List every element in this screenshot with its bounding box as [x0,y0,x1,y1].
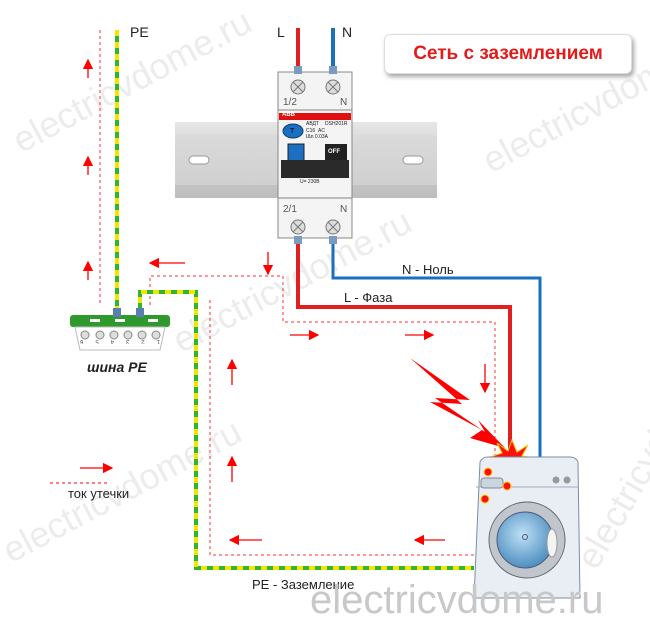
breaker-leak: IΔn 0.03A [306,134,328,140]
breaker-switch[interactable]: OFF [328,149,340,155]
bus-terminal: 6 [80,338,84,344]
breaker-terminal-label: 1/2 [283,97,297,108]
l-top-label: L [277,24,285,40]
fault-lightning-icon [410,358,505,448]
breaker-terminal-label: N [340,204,348,215]
bus-label: шина PE [87,359,147,375]
watermark-main: electricvdome.ru [310,578,604,622]
leak-path [99,30,496,556]
bus-terminal: 4 [110,338,115,344]
pe-top-label: PE [130,24,149,40]
neutral-wire [331,238,542,460]
bus-terminal: 1 [156,338,160,344]
bus-terminal-numbers: 1 2 3 4 5 6 [80,338,160,344]
earth-wire-label: PE - Заземление [252,577,355,592]
washing-machine [473,456,581,599]
breaker-brand: ABB [282,112,295,118]
bus-terminal: 5 [95,338,99,344]
n-top-label: N [342,24,353,40]
breaker-model: АВДТ [306,121,320,127]
breaker-rating: C16 [306,128,316,134]
diagram-title: Сеть с заземлением [384,34,632,74]
rcbo-breaker [277,66,353,244]
bus-terminal: 2 [141,338,145,344]
breaker-terminal-label: N [340,97,348,108]
legend-label: ток утечки [68,486,130,501]
phase-wire [296,238,512,455]
earth-wire [115,30,474,570]
breaker-voltage: U= 230В [300,179,320,185]
breaker-code: DSH201R [325,121,348,127]
breaker-terminal-label: 2/1 [283,204,297,215]
leak-arrows [80,58,491,546]
neutral-wire-label: N - Ноль [402,262,454,277]
phase-wire-label: L - Фаза [344,290,393,305]
bus-terminal: 3 [126,338,130,344]
breaker-type: AC [318,128,325,134]
pe-bus [70,308,170,351]
test-button[interactable]: T [290,128,295,135]
